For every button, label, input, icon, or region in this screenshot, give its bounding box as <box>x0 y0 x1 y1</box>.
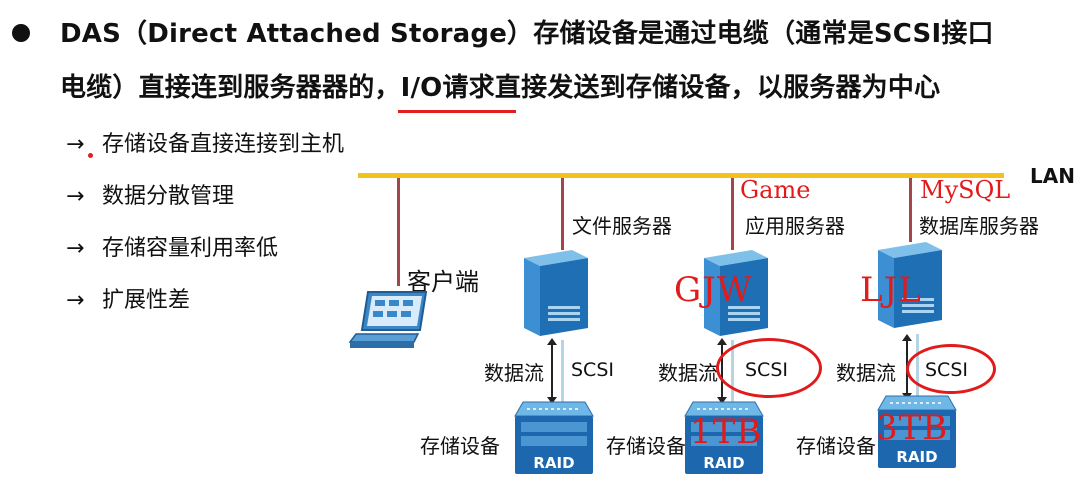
client-computer-icon <box>348 291 428 348</box>
arrow-icon: → <box>66 288 85 313</box>
raid-label: RAID <box>533 454 575 472</box>
arrow-icon: → <box>66 184 85 209</box>
file-server-label: 文件服务器 <box>572 214 672 238</box>
raid-label: RAID <box>703 454 745 472</box>
sub-bullet-text: 存储设备直接连接到主机 <box>102 132 345 157</box>
lan-line <box>358 173 1004 178</box>
dataflow-label: 数据流 <box>836 361 896 385</box>
app-server-label: 应用服务器 <box>745 214 845 238</box>
red-dot-annotation <box>88 153 93 158</box>
sub-bullet-3: → 存储容量利用率低 <box>66 230 278 262</box>
sub-bullet-text: 存储容量利用率低 <box>102 236 279 261</box>
sub-bullet-text: 扩展性差 <box>102 288 191 313</box>
app-server-icon <box>704 250 768 336</box>
raid-storage-1: RAID <box>513 398 595 478</box>
red-underline-annotation <box>398 110 516 113</box>
sub-bullet-text: 数据分散管理 <box>102 184 235 209</box>
capacity-note-1tb: 1TB <box>690 412 763 452</box>
db-server-icon <box>878 242 942 328</box>
heading-line-2: 电缆）直接连到服务器器的，I/O请求直接发送到存储设备，以服务器为中心 <box>60 73 941 103</box>
storage-label: 存储设备 <box>420 434 500 458</box>
app-server-link <box>731 178 734 250</box>
scsi-cable <box>561 340 564 402</box>
arrow-icon: → <box>66 236 85 261</box>
bullet-dot <box>12 24 30 42</box>
client-link <box>397 178 400 286</box>
db-server-link <box>909 178 912 242</box>
heading-line-1: DAS（Direct Attached Storage）存储设备是通过电缆（通常… <box>60 19 994 49</box>
raid-storage-3: RAID <box>876 392 958 472</box>
mysql-note: MySQL <box>920 176 1011 204</box>
storage-label: 存储设备 <box>606 434 686 458</box>
dataflow-arrow <box>547 338 557 404</box>
gjw-note: GJW <box>674 270 753 310</box>
arrow-icon: → <box>66 132 85 157</box>
lan-label: LAN <box>1030 164 1075 188</box>
file-server-icon <box>524 250 588 336</box>
dataflow-label: 数据流 <box>484 361 544 385</box>
storage-label: 存储设备 <box>796 434 876 458</box>
scsi-circle-annotation <box>906 344 996 394</box>
raid-storage-2: RAID <box>683 398 765 478</box>
sub-bullet-1: → 存储设备直接连接到主机 <box>66 126 344 158</box>
file-server-link <box>561 178 564 250</box>
game-note: Game <box>740 176 811 204</box>
dataflow-label: 数据流 <box>658 361 718 385</box>
capacity-note-3tb: 3TB <box>876 408 949 448</box>
scsi-circle-annotation <box>716 338 822 398</box>
ljl-note: LJL <box>860 270 922 310</box>
db-server-label: 数据库服务器 <box>919 214 1039 238</box>
sub-bullet-4: → 扩展性差 <box>66 282 190 314</box>
sub-bullet-2: → 数据分散管理 <box>66 178 234 210</box>
scsi-label: SCSI <box>571 359 614 381</box>
raid-label: RAID <box>896 448 938 466</box>
